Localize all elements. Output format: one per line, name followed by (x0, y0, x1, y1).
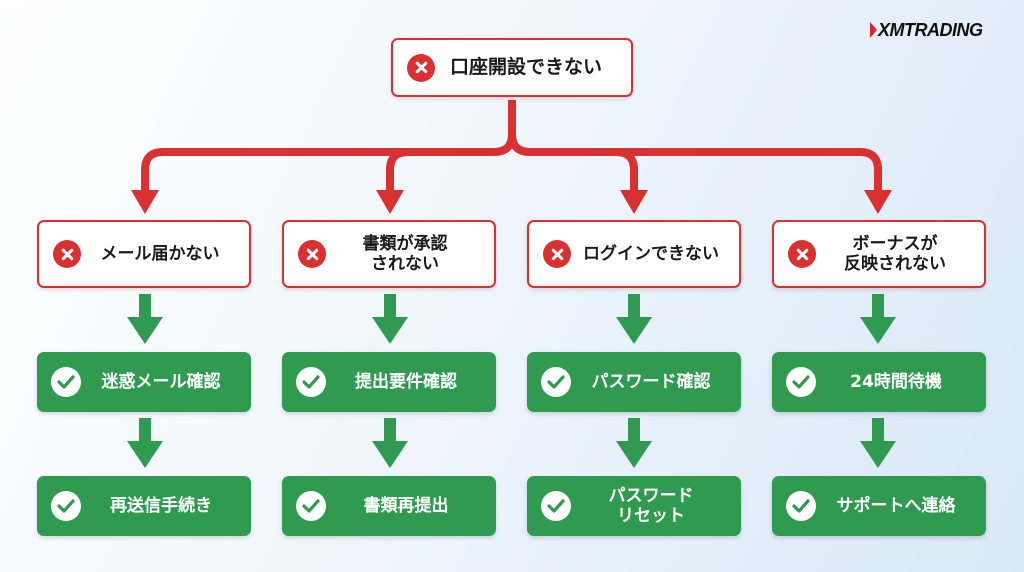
red-arrow-col3 (620, 190, 648, 214)
green-arrow-col2-b (372, 418, 408, 468)
solution-box-spam-check: 迷惑メール確認 (37, 352, 251, 412)
root-problem-label: 口座開設できない (449, 56, 602, 79)
check-circle-icon (541, 367, 571, 397)
red-branch-lines (141, 100, 882, 192)
problem-box-email: メール届かない (37, 220, 251, 288)
green-arrow-col1-a (127, 294, 163, 344)
solution-label: 迷惑メール確認 (101, 371, 221, 392)
green-arrow-col3-a (616, 294, 652, 344)
solution-box-wait-24h: 24時間待機 (772, 352, 986, 412)
solution-box-requirements: 提出要件確認 (282, 352, 496, 412)
green-arrow-col2-a (372, 294, 408, 344)
problem-label: 書類が承認 されない (362, 233, 448, 274)
problem-label: ボーナスが 反映されない (844, 233, 946, 274)
problem-label: メール届かない (100, 243, 220, 264)
solution-box-password-reset: パスワード リセット (527, 476, 741, 536)
problem-box-documents: 書類が承認 されない (282, 220, 496, 288)
red-arrow-col2 (376, 190, 404, 214)
branch-col2 (386, 148, 409, 192)
check-circle-icon (296, 367, 326, 397)
x-circle-icon (788, 240, 816, 268)
check-circle-icon (51, 367, 81, 397)
red-arrowheads (131, 190, 892, 214)
x-circle-icon (298, 240, 326, 268)
solution-label: 書類再提出 (363, 495, 449, 516)
problem-box-bonus: ボーナスが 反映されない (772, 220, 986, 288)
green-arrow-col3-b (616, 418, 652, 468)
green-arrow-col4-b (860, 418, 896, 468)
solution-label: 再送信手続き (110, 495, 212, 516)
branch-right (508, 133, 882, 192)
green-arrow-col1-b (127, 418, 163, 468)
logo-mark-icon (870, 22, 877, 38)
root-stem (141, 100, 516, 192)
check-circle-icon (51, 491, 81, 521)
logo-text: XMTRADING (878, 19, 983, 40)
solution-label: サポートへ連絡 (836, 495, 956, 516)
green-arrows (127, 294, 896, 468)
check-circle-icon (786, 491, 816, 521)
check-circle-icon (786, 367, 816, 397)
x-circle-icon (53, 240, 81, 268)
problem-box-login: ログインできない (527, 220, 741, 288)
problem-label: ログインできない (583, 243, 719, 264)
solution-box-password-check: パスワード確認 (527, 352, 741, 412)
green-arrow-col4-a (860, 294, 896, 344)
solution-label: パスワード リセット (608, 485, 694, 526)
x-circle-icon (407, 53, 435, 82)
red-arrow-col4 (864, 190, 892, 214)
check-circle-icon (296, 491, 326, 521)
solution-box-resubmit: 書類再提出 (282, 476, 496, 536)
x-circle-icon (543, 240, 571, 268)
root-problem-box: 口座開設できない (391, 38, 633, 97)
solution-box-resend: 再送信手続き (37, 476, 251, 536)
solution-label: 24時間待機 (850, 371, 942, 392)
check-circle-icon (541, 491, 571, 521)
solution-box-contact-support: サポートへ連絡 (772, 476, 986, 536)
solution-label: パスワード確認 (591, 371, 711, 392)
xmtrading-logo: XMTRADING (870, 18, 983, 42)
solution-label: 提出要件確認 (355, 371, 457, 392)
red-arrow-col1 (131, 190, 159, 214)
branch-col3 (615, 148, 638, 192)
